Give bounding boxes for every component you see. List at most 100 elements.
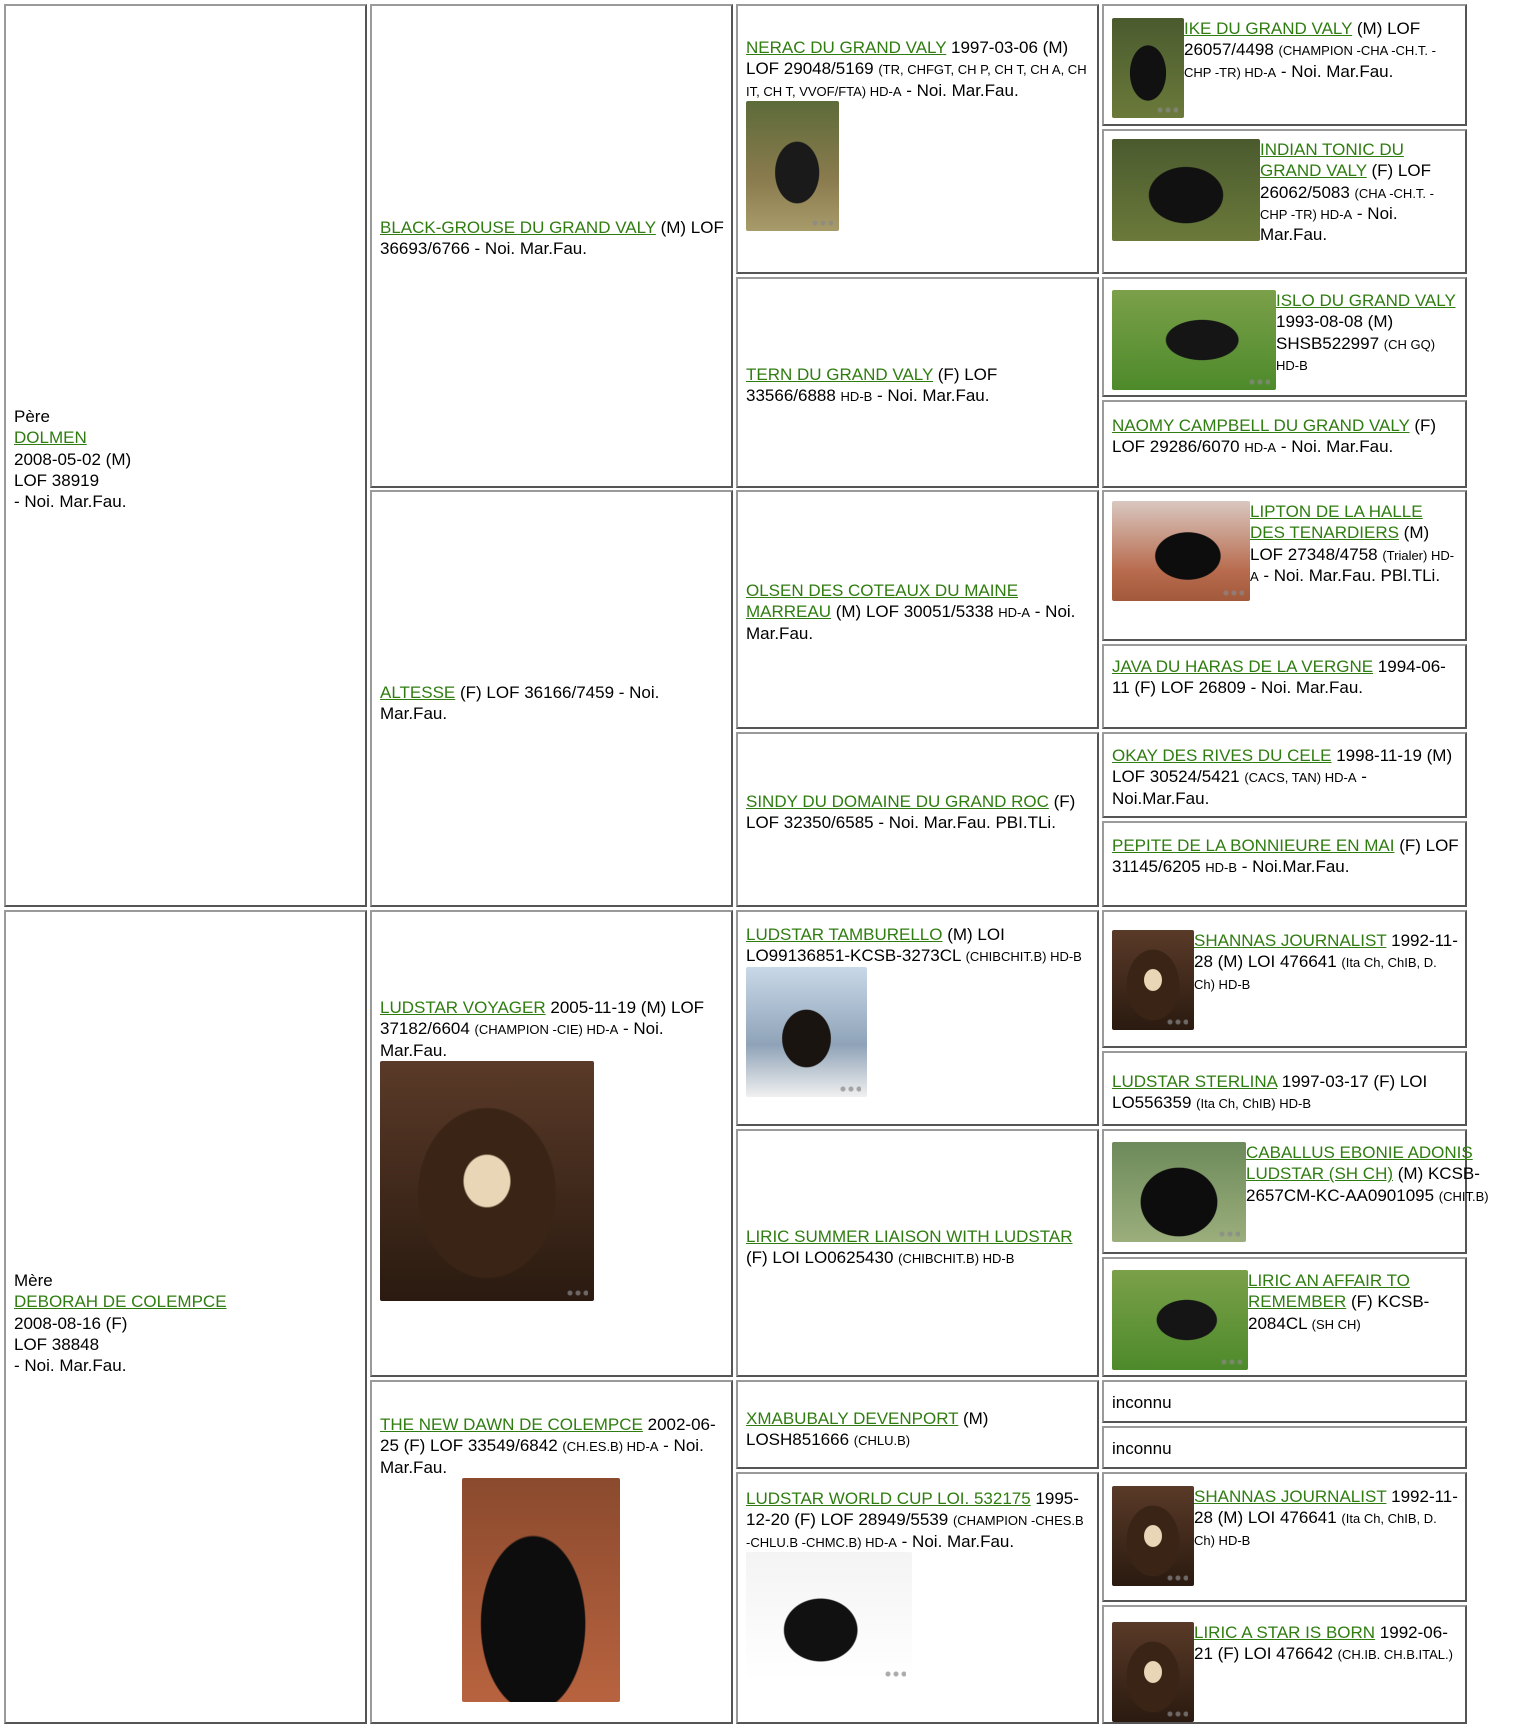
pedigree-cell-java: JAVA DU HARAS DE LA VERGNE 1994-06-11 (F… — [1102, 644, 1467, 729]
dog-tail: - Noi. Mar.Fau. — [1276, 437, 1394, 457]
dog-link-dolmen[interactable]: DOLMEN — [14, 428, 87, 448]
dog-details: (M) LOF 26057/4498 — [1184, 19, 1421, 60]
dog-tail: - Noi. Mar.Fau. — [901, 80, 1019, 100]
dog-titles: (CH.IB. CH.B.ITAL.) — [1337, 1647, 1453, 1663]
dog-photo[interactable] — [746, 966, 867, 1097]
dog-link-lipton[interactable]: LIPTON DE LA HALLE DES TENARDIERS — [1250, 502, 1423, 543]
dog-titles: HD-B — [1205, 860, 1238, 876]
dog-link-altesse[interactable]: ALTESSE — [380, 683, 456, 702]
dog-titles: (Ita Ch, ChIB) HD-B — [1196, 1096, 1311, 1112]
dog-photo[interactable] — [1112, 1486, 1194, 1586]
dog-link-nerac[interactable]: NERAC DU GRAND VALY — [746, 38, 947, 57]
pedigree-cell-shannas-2: SHANNAS JOURNALIST 1992-11-28 (M) LOI 47… — [1102, 1472, 1467, 1602]
dog-titles: (CHLU.B) — [853, 1433, 911, 1449]
pedigree-cell-pere: Père DOLMEN 2008-05-02 (M) LOF 38919 - N… — [4, 4, 367, 907]
pedigree-cell-inconnu-1: inconnu — [1102, 1380, 1467, 1423]
dog-tail: - Noi. Mar.Fau. — [746, 602, 1076, 643]
pedigree-cell-caballus: CABALLUS EBONIE ADONIS LUDSTAR (SH CH) (… — [1102, 1129, 1489, 1254]
dog-details: (F) KCSB-2084CL — [1248, 1292, 1430, 1333]
dog-link-deborah[interactable]: DEBORAH DE COLEMPCE — [14, 1292, 227, 1312]
dog-photo[interactable] — [1112, 501, 1250, 601]
pedigree-cell-liric-affair: LIRIC AN AFFAIR TO REMEMBER (F) KCSB-208… — [1102, 1257, 1467, 1377]
dog-link-naomy[interactable]: NAOMY CAMPBELL DU GRAND VALY — [1112, 416, 1410, 435]
dog-tail: - Noi. Mar.Fau. — [1260, 203, 1398, 244]
role-label: Mère — [14, 1271, 53, 1290]
dog-link-tern[interactable]: TERN DU GRAND VALY — [746, 365, 934, 384]
dog-tail: - Noi. Mar.Fau. — [14, 492, 127, 511]
dog-link-sindy[interactable]: SINDY DU DOMAINE DU GRAND ROC — [746, 792, 1049, 811]
dog-link-islo[interactable]: ISLO DU GRAND VALY — [1276, 291, 1456, 310]
dog-link-java[interactable]: JAVA DU HARAS DE LA VERGNE — [1112, 657, 1374, 676]
dog-link-caballus[interactable]: CABALLUS EBONIE ADONIS LUDSTAR (SH CH) — [1246, 1143, 1473, 1184]
dog-photo[interactable] — [1112, 1142, 1246, 1242]
dog-lof: LOF 38919 — [14, 470, 100, 490]
dog-photo[interactable] — [1112, 290, 1276, 390]
dog-photo[interactable] — [1112, 930, 1194, 1030]
dog-tail: - Noi. Mar.Fau. — [14, 1356, 127, 1375]
pedigree-cell-islo: ISLO DU GRAND VALY 1993-08-08 (M) SHSB52… — [1102, 277, 1467, 397]
dog-photo[interactable] — [746, 1551, 912, 1682]
dog-titles: (CHIBCHIT.B) HD-B — [965, 949, 1082, 965]
dog-details: 1997-03-06 (M) LOF 29048/5169 — [746, 38, 1069, 79]
pedigree-cell-olsen: OLSEN DES COTEAUX DU MAINE MARREAU (M) L… — [736, 490, 1099, 729]
dog-photo[interactable] — [1112, 139, 1260, 241]
pedigree-cell-sindy: SINDY DU DOMAINE DU GRAND ROC (F) LOF 32… — [736, 732, 1099, 907]
dog-titles: (Trialer) HD-A — [1250, 547, 1455, 584]
dog-titles: HD-A — [998, 605, 1031, 621]
dog-link-ike[interactable]: IKE DU GRAND VALY — [1184, 19, 1353, 38]
dog-photo[interactable] — [1112, 1270, 1248, 1370]
dog-link-shannas[interactable]: SHANNAS JOURNALIST — [1194, 1487, 1387, 1506]
dog-photo[interactable] — [746, 100, 839, 231]
dog-date-sex: 2008-05-02 (M) — [14, 449, 132, 469]
pedigree-cell-lipton: LIPTON DE LA HALLE DES TENARDIERS (M) LO… — [1102, 490, 1467, 641]
unknown-text: inconnu — [1112, 1439, 1172, 1458]
dog-link-shannas[interactable]: SHANNAS JOURNALIST — [1194, 931, 1387, 950]
dog-details: 1998-11-19 (M) LOF 30524/5421 — [1112, 746, 1453, 787]
dog-titles: (CH GQ) HD-B — [1276, 336, 1436, 373]
dog-photo[interactable] — [462, 1477, 620, 1702]
pedigree-cell-new-dawn: THE NEW DAWN DE COLEMPCE 2002-06-25 (F) … — [370, 1380, 733, 1724]
dog-details: 1995-12-20 (F) LOF 28949/5539 — [746, 1489, 1079, 1530]
pedigree-cell-nerac: NERAC DU GRAND VALY 1997-03-06 (M) LOF 2… — [736, 4, 1099, 274]
dog-photo[interactable] — [380, 1060, 594, 1301]
dog-tail: - Noi.Mar.Fau. — [1237, 857, 1350, 877]
dog-titles: (Ita Ch, ChIB, D. Ch) HD-B — [1194, 955, 1437, 992]
dog-link-star-born[interactable]: LIRIC A STAR IS BORN — [1194, 1623, 1376, 1642]
dog-link-olsen[interactable]: OLSEN DES COTEAUX DU MAINE MARREAU — [746, 581, 1019, 622]
dog-titles: (CHIT.B) — [1438, 1188, 1489, 1204]
dog-details: (M) LOI LO99136851-KCSB-3273CL — [746, 925, 1005, 966]
pedigree-cell-sterlina: LUDSTAR STERLINA 1997-03-17 (F) LOI LO55… — [1102, 1051, 1467, 1126]
dog-details: (F) LOF 31145/6205 — [1112, 836, 1459, 877]
pedigree-cell-inconnu-2: inconnu — [1102, 1426, 1467, 1469]
dog-titles: (CACS, TAN) HD-A — [1244, 770, 1357, 786]
dog-details: 1997-03-17 (F) LOI LO556359 — [1112, 1072, 1428, 1113]
dog-link-indian[interactable]: INDIAN TONIC DU GRAND VALY — [1260, 140, 1404, 181]
dog-link-new-dawn[interactable]: THE NEW DAWN DE COLEMPCE — [380, 1415, 643, 1434]
pedigree-cell-indian: INDIAN TONIC DU GRAND VALY (F) LOF 26062… — [1102, 129, 1467, 274]
dog-link-tamburello[interactable]: LUDSTAR TAMBURELLO — [746, 925, 943, 944]
dog-link-pepite[interactable]: PEPITE DE LA BONNIEURE EN MAI — [1112, 836, 1395, 855]
dog-link-world-cup[interactable]: LUDSTAR WORLD CUP LOI. 532175 — [746, 1489, 1031, 1508]
dog-tail: - Noi. Mar.Fau. — [896, 1531, 1015, 1551]
dog-details: (F) LOF 36166/7459 - Noi. Mar.Fau. — [380, 683, 660, 724]
dog-photo[interactable] — [1112, 1622, 1194, 1722]
dog-photo[interactable] — [1112, 18, 1184, 118]
role-label: Père — [14, 407, 50, 426]
dog-link-sterlina[interactable]: LUDSTAR STERLINA — [1112, 1072, 1278, 1091]
dog-titles: HD-A — [1244, 440, 1277, 456]
pedigree-cell-mere: Mère DEBORAH DE COLEMPCE 2008-08-16 (F) … — [4, 910, 367, 1724]
dog-link-xmabubaly[interactable]: XMABUBALY DEVENPORT — [746, 1409, 959, 1428]
dog-link-ludstar-voyager[interactable]: LUDSTAR VOYAGER — [380, 998, 546, 1017]
dog-link-okay[interactable]: OKAY DES RIVES DU CELE — [1112, 746, 1332, 765]
dog-link-black-grouse[interactable]: BLACK-GROUSE DU GRAND VALY — [380, 218, 656, 237]
dog-link-liric-summer[interactable]: LIRIC SUMMER LIAISON WITH LUDSTAR — [746, 1227, 1073, 1246]
pedigree-cell-pepite: PEPITE DE LA BONNIEURE EN MAI (F) LOF 31… — [1102, 821, 1467, 907]
dog-titles: (CHA -CH.T. -CHP -TR) HD-A — [1260, 185, 1434, 222]
pedigree-cell-okay: OKAY DES RIVES DU CELE 1998-11-19 (M) LO… — [1102, 732, 1467, 818]
dog-link-liric-affair[interactable]: LIRIC AN AFFAIR TO REMEMBER — [1248, 1271, 1410, 1312]
dog-details: 1993-08-08 (M) SHSB522997 — [1276, 312, 1394, 353]
dog-titles: (CH.ES.B) HD-A — [562, 1439, 659, 1455]
dog-details: (F) LOF 32350/6585 - Noi. Mar.Fau. PBI.T… — [746, 792, 1076, 833]
pedigree-cell-xmabubaly: XMABUBALY DEVENPORT (M) LOSH851666 (CHLU… — [736, 1380, 1099, 1469]
dog-titles: (CHAMPION -CHA -CH.T. -CHP -TR) HD-A — [1184, 43, 1436, 80]
